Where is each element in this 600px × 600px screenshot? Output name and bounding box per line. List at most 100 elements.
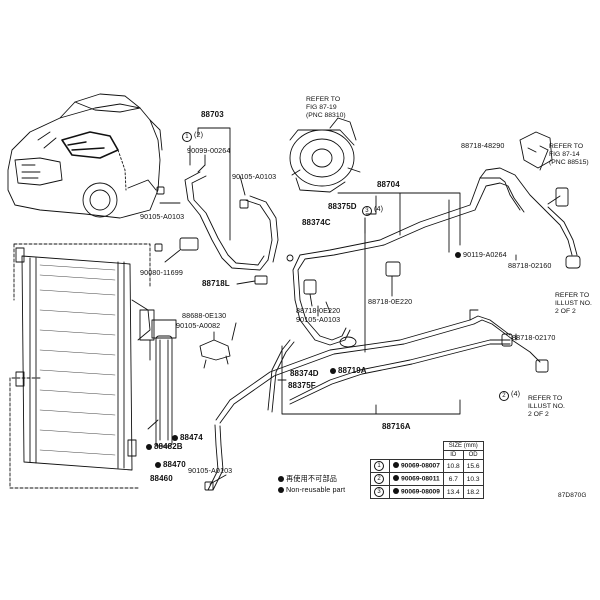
label-88460: 88460 [150,474,173,483]
row-part: 90069-08009 [389,485,444,499]
part-number: 90069-08011 [401,475,440,483]
part-number: 90119-A0264 [463,250,507,259]
non-reusable-dot-icon [455,251,461,258]
label-88474: 88474 [172,434,203,442]
refer-line: FIG 87-19 [306,104,337,111]
table-row: 3 90069-08009 13.4 18.2 [370,485,484,499]
hose-size-ref-3: 3(4) [362,205,383,216]
row-od: 10.3 [462,472,484,486]
refer-line: (PNC 88310) [306,112,346,119]
non-reusable-dot-icon [146,443,152,450]
refer-line: 2 OF 2 [555,308,576,315]
size-unit-text: (mm) [463,443,478,449]
label-88718l: 88718L [202,279,230,288]
non-reusable-dot-icon [278,475,284,482]
non-reusable-dot-icon [330,367,336,374]
non-reusable-dot-icon [393,488,399,495]
label-90119-a0264: 90119-A0264 [455,251,507,259]
row-id: 13.4 [442,485,464,499]
col-id: ID [442,450,464,460]
label-88716a: 88716A [382,422,411,431]
legend-jp: 再使用不可部品 [278,475,337,483]
non-reusable-dot-icon [393,462,399,469]
refer-illust-a: REFER TO ILLUST NO. 2 OF 2 [555,292,592,316]
legend-text-en: Non-reusable part [286,485,346,494]
label-88482b: 88482B [146,443,183,451]
label-90105-a0103-mid: 90105-A0103 [296,315,341,324]
non-reusable-dot-icon [278,486,284,493]
row-id: 6.7 [442,472,464,486]
legend-text-jp: 再使用不可部品 [286,474,338,483]
condenser-illustration [15,247,177,471]
label-88688-0e130: 88688-0E130 [182,311,227,320]
label-88718-02170: 88718-02170 [512,333,556,342]
label-88703: 88703 [201,110,224,119]
refer-line: (PNC 88515) [549,159,589,166]
table-row: 1 90069-08007 10.8 15.6 [370,459,484,473]
label-88704: 88704 [377,180,400,189]
label-88718-0e220-left: 88718-0E220 [296,306,341,315]
size-table-title: SIZE (mm) [442,441,484,451]
hose-size-ref-1: 1(2) [182,131,203,142]
circled-number: 2 [499,391,509,401]
compressor-illustration [289,117,361,193]
row-number: 3 [370,485,390,499]
qty-text: (2) [194,130,204,139]
row-od: 15.6 [462,459,484,473]
label-88718-48290: 88718-48290 [461,141,505,150]
row-part: 90069-08011 [389,472,444,486]
part-number: 90069-08009 [401,488,440,496]
refer-line: REFER TO [555,292,590,299]
row-od: 18.2 [462,485,484,499]
row-id: 10.8 [442,459,464,473]
label-90105-a0103-bottom: 90105-A0103 [188,466,233,475]
refer-compressor: REFER TO FIG 87-19 (PNC 88310) [306,96,346,120]
refer-illust-b: REFER TO ILLUST NO. 2 OF 2 [528,395,565,419]
part-number: 88482B [154,442,183,451]
qty-text: (4) [511,389,521,398]
circled-number: 3 [362,206,372,216]
table-row: 2 90069-08011 6.7 10.3 [370,472,484,486]
row-number: 2 [370,472,390,486]
label-90105-a0103-top: 90105-A0103 [232,172,277,181]
label-88375d: 88375D [328,202,357,211]
label-90080-11699: 90080-11699 [140,268,183,277]
label-88719a: 88719A [330,367,367,375]
label-90105-a0082: 90105-A0082 [176,321,221,330]
size-table-blank [371,451,444,460]
label-88718-0e220-right: 88718-0E220 [368,297,413,306]
label-88374c: 88374C [302,218,331,227]
refer-line: REFER TO [306,96,341,103]
vehicle-illustration [7,93,163,219]
part-number: 90069-08007 [401,462,440,470]
refer-line: ILLUST NO. [528,403,565,410]
legend-en: Non-reusable part [278,486,345,494]
refer-line: FIG 87-14 [549,151,580,158]
non-reusable-dot-icon [155,461,161,468]
part-number: 88470 [163,460,186,469]
refer-line: ILLUST NO. [555,300,592,307]
refer-line: 2 OF 2 [528,411,549,418]
refer-line: REFER TO [528,395,563,402]
label-90099-00264: 90099-00264 [187,146,231,155]
label-88375f: 88375F [288,381,316,390]
circled-number: 2 [374,474,384,484]
circled-number: 3 [374,487,384,497]
hose-size-ref-2: 2(4) [499,390,520,401]
refer-fig-87-14: REFER TO FIG 87-14 (PNC 88515) [549,143,589,167]
figure-code: 87D870G [558,492,587,499]
circled-number: 1 [374,461,384,471]
label-88470: 88470 [155,461,186,469]
size-title-text: SIZE [448,443,463,449]
qty-text: (4) [374,204,384,213]
row-part: 90069-08007 [389,459,444,473]
label-90105-a0103-left: 90105-A0103 [140,212,185,221]
label-88374d: 88374D [290,369,319,378]
label-88718-02160: 88718-02160 [508,261,552,270]
hose-clamp-size-table: SIZE (mm) ID OD 1 90069-08007 10.8 15.6 … [370,441,484,499]
circled-number: 1 [182,132,192,142]
part-number: 88719A [338,366,367,375]
refer-line: REFER TO [549,143,584,150]
